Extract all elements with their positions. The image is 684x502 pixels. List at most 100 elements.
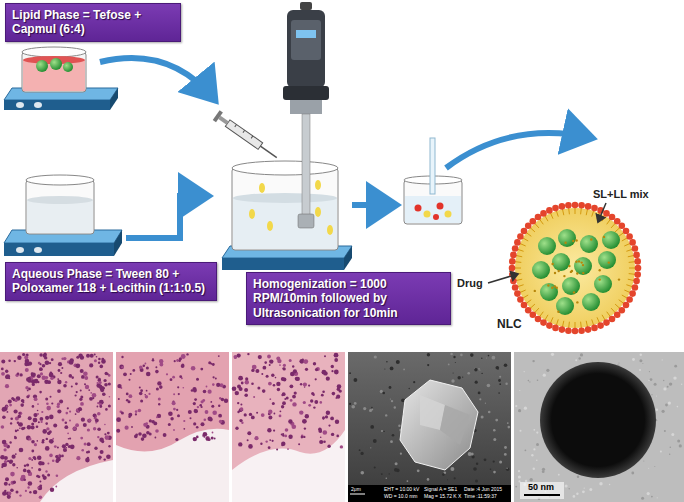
- cell-nucleus: [146, 372, 151, 377]
- cell-nucleus: [116, 429, 120, 433]
- sem-grain: [458, 376, 461, 379]
- cell-nucleus: [39, 496, 42, 499]
- drug-molecule: [582, 272, 584, 274]
- tem-grain: [674, 365, 677, 368]
- cell-nucleus: [194, 398, 197, 401]
- lipid-sphere: [582, 293, 600, 311]
- drug-molecule: [551, 263, 553, 265]
- tem-grain: [677, 440, 680, 443]
- cell-nucleus: [45, 470, 47, 472]
- drug-molecule: [570, 271, 572, 273]
- cell-nucleus: [268, 410, 272, 414]
- drug-molecule: [554, 272, 556, 274]
- cell-nucleus: [215, 378, 217, 380]
- sem-grain: [493, 461, 495, 463]
- cell-nucleus: [315, 378, 317, 380]
- cell-nucleus: [247, 439, 249, 441]
- cell-nucleus: [117, 384, 121, 388]
- cell-nucleus: [305, 368, 308, 371]
- cell-nucleus: [178, 393, 180, 395]
- cell-nucleus: [96, 375, 99, 378]
- cell-nucleus: [2, 491, 6, 495]
- cell-nucleus: [168, 423, 171, 426]
- tem-grain: [648, 380, 649, 381]
- cell-nucleus: [211, 405, 214, 408]
- cell-nucleus: [57, 378, 59, 380]
- cell-nucleus: [51, 402, 53, 404]
- cell-nucleus: [49, 415, 54, 420]
- cell-nucleus: [99, 381, 102, 384]
- nlc-particle: [509, 202, 642, 335]
- tem-grain: [542, 470, 545, 473]
- cell-nucleus: [212, 432, 214, 434]
- phospholipid-head: [635, 265, 642, 272]
- cell-nucleus: [323, 418, 325, 420]
- cell-nucleus: [34, 397, 38, 401]
- cell-nucleus: [268, 382, 272, 386]
- cell-nucleus: [6, 374, 11, 379]
- sem-grain: [454, 477, 456, 479]
- cell-nucleus: [5, 477, 9, 481]
- tem-grain: [580, 353, 583, 356]
- cell-nucleus: [6, 405, 8, 407]
- sem-grain: [473, 467, 477, 471]
- cell-nucleus: [31, 373, 36, 378]
- cell-nucleus: [102, 387, 105, 390]
- phospholipid-head: [509, 265, 516, 272]
- sem-grain: [504, 453, 507, 456]
- tem-grain: [669, 454, 670, 455]
- cell-nucleus: [57, 446, 59, 448]
- tem-grain: [533, 468, 535, 470]
- sem-grain: [390, 440, 393, 443]
- sem-grain: [490, 469, 492, 471]
- cell-nucleus: [80, 369, 84, 373]
- cell-nucleus: [173, 408, 176, 411]
- cell-nucleus: [31, 467, 33, 469]
- cell-nucleus: [320, 437, 322, 439]
- cell-nucleus: [219, 420, 223, 424]
- cell-nucleus: [75, 394, 77, 396]
- cell-nucleus: [251, 369, 254, 372]
- phospholipid-head: [633, 278, 640, 285]
- cell-nucleus: [340, 445, 343, 448]
- cell-nucleus: [139, 387, 141, 389]
- phospholipid-head: [552, 325, 559, 332]
- cell-nucleus: [49, 373, 54, 378]
- cell-nucleus: [7, 460, 9, 462]
- lipid-sphere: [558, 229, 576, 247]
- cell-nucleus: [100, 365, 104, 369]
- cell-nucleus: [196, 378, 199, 381]
- cell-nucleus: [128, 415, 131, 418]
- cell-nucleus: [208, 416, 213, 421]
- cell-nucleus: [282, 367, 284, 369]
- cell-nucleus: [70, 358, 74, 362]
- lipid-sphere: [540, 283, 558, 301]
- cell-nucleus: [58, 369, 61, 372]
- drug-molecule: [580, 261, 582, 263]
- tem-grain: [518, 476, 521, 479]
- phospholipid-head: [609, 214, 616, 221]
- cell-nucleus: [174, 360, 176, 362]
- sem-grain: [380, 390, 383, 393]
- cell-nucleus: [19, 448, 24, 453]
- lipid-sphere: [538, 237, 556, 255]
- cell-nucleus: [34, 419, 37, 422]
- phospholipid-head: [530, 218, 537, 225]
- phospholipid-head: [629, 239, 636, 246]
- phospholipid-head: [572, 202, 579, 209]
- cell-nucleus: [28, 481, 33, 486]
- cell-nucleus: [46, 438, 48, 440]
- cell-nucleus: [37, 487, 39, 489]
- cell-nucleus: [16, 467, 18, 469]
- cell-nucleus: [37, 440, 39, 442]
- tem-grain: [515, 405, 517, 407]
- cell-nucleus: [256, 412, 258, 414]
- sem-grain: [407, 480, 409, 482]
- cell-nucleus: [98, 455, 102, 459]
- sem-grain: [467, 372, 470, 375]
- cell-nucleus: [208, 361, 211, 364]
- cell-nucleus: [86, 354, 90, 358]
- cell-nucleus: [59, 454, 61, 456]
- cell-nucleus: [148, 393, 150, 395]
- cell-nucleus: [31, 426, 35, 430]
